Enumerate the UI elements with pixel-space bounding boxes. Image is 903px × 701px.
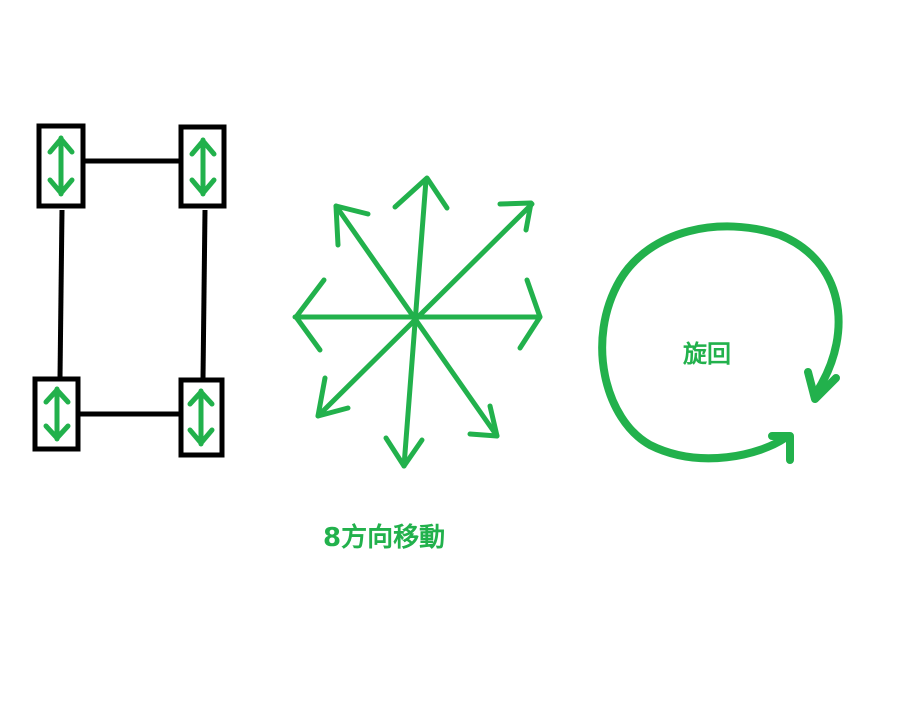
up-down-arrow-icon [47, 135, 75, 197]
wheel-top-left [36, 123, 86, 209]
wheel-bottom-left [32, 376, 81, 452]
up-down-arrow-icon [187, 388, 215, 447]
eight-direction-arrows-icon [292, 175, 543, 469]
rotation-arrow-icon [598, 222, 843, 464]
wheel-bottom-right [178, 377, 225, 458]
up-down-arrow-icon [189, 137, 217, 197]
chassis-diagram [32, 123, 227, 458]
frame-left-line [57, 209, 65, 379]
frame-right-line [200, 209, 208, 379]
up-down-arrow-icon [43, 386, 71, 442]
rotation-label: 旋回 [682, 340, 731, 368]
eight-direction-label: 8方向移動 [323, 522, 445, 553]
wheel-top-right [178, 124, 227, 209]
